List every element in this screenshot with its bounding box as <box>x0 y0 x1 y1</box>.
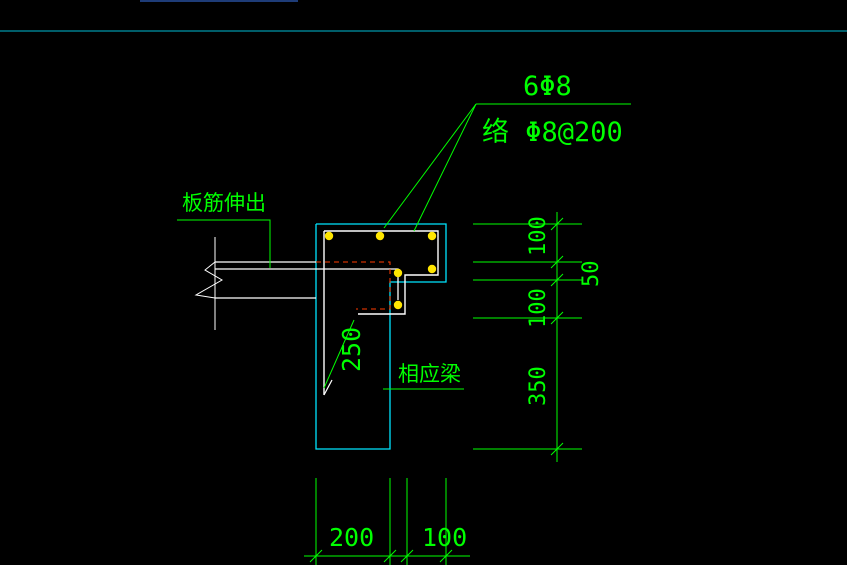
dimension-bottom-1: 200 <box>329 523 374 552</box>
leader-250 <box>323 319 355 389</box>
rebar-dot <box>393 300 403 310</box>
dimension-right-4: 350 <box>526 366 551 406</box>
dimension-right-1: 100 <box>526 216 551 256</box>
rebar-dot <box>427 231 437 241</box>
stirrup-label: 络 Φ8@200 <box>482 117 623 148</box>
stirrup <box>324 230 439 315</box>
slab-rebar-label: 板筋伸出 <box>182 191 266 215</box>
beam-outline <box>315 223 447 450</box>
rebar-leader-1 <box>383 103 477 229</box>
rebar-dot <box>393 268 403 278</box>
slab-rebar <box>215 268 399 300</box>
dimension-bottom-2: 100 <box>422 523 467 552</box>
rebar-dot <box>427 264 437 274</box>
rebar-dot <box>375 231 385 241</box>
right-dimension-chain <box>473 212 582 462</box>
dimension-250: 250 <box>337 327 366 372</box>
rebar-dot <box>324 231 334 241</box>
rebar-leader-2 <box>413 103 477 232</box>
hidden-line <box>316 261 391 310</box>
slab-break-symbol <box>194 261 223 299</box>
bottom-dimension-chain <box>304 478 470 565</box>
stirrup-hook <box>323 379 333 396</box>
dimension-right-3: 100 <box>526 288 551 328</box>
beam-label: 相应梁 <box>398 362 461 386</box>
slab-rebar-leader <box>177 219 271 268</box>
rebar-count-label: 6Φ8 <box>523 71 572 102</box>
dimension-right-2: 50 <box>579 261 604 288</box>
